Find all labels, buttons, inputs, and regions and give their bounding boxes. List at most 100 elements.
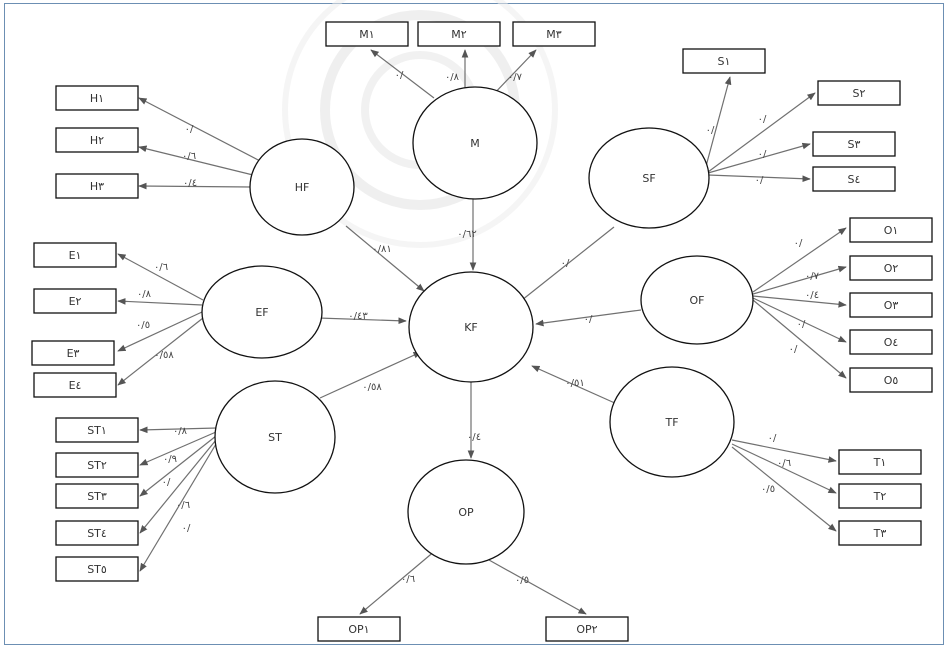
edge-ef-e3 (117, 311, 203, 352)
edge-tf-t1 (731, 439, 837, 463)
indicator-label: M۳ (546, 28, 561, 41)
edge-st-st2 (139, 431, 217, 466)
indicator-label: E۱ (69, 249, 82, 262)
indicator-m2: M۲ (417, 21, 501, 47)
indicator-label: ST۲ (87, 459, 107, 472)
latent-sf: SF (588, 127, 710, 229)
latent-label: TF (664, 416, 678, 429)
weight-tf-t2: ۰/٦ (777, 458, 791, 469)
indicator-o2: O۲ (849, 255, 933, 281)
indicator-o4: O٤ (849, 329, 933, 355)
indicator-label: T۳ (873, 527, 887, 540)
indicator-label: S٤ (848, 173, 861, 186)
indicator-label: O٥ (884, 374, 899, 387)
weight-st-kf: ۰/٥۸ (362, 382, 382, 393)
indicator-e2: E۲ (33, 288, 117, 314)
edge-sf-s1 (704, 76, 732, 171)
edge-st-st3 (139, 435, 217, 497)
latent-ellipse (640, 255, 754, 345)
indicator-box (812, 131, 896, 157)
edge-st-st1 (139, 426, 218, 434)
indicator-box (849, 255, 933, 281)
edge-of-o3 (752, 295, 847, 308)
weight-st-st4: ۰/٦ (176, 500, 190, 511)
edge-tf-t3 (731, 446, 837, 532)
indicator-o1: O۱ (849, 217, 933, 243)
edge-of-o5 (752, 299, 847, 379)
latent-label: OP (458, 506, 474, 519)
weight-hf-h2: ۰/٦ (182, 151, 196, 162)
indicator-label: O۲ (884, 262, 899, 275)
indicator-s4: S٤ (812, 166, 896, 192)
indicator-label: T۲ (873, 490, 887, 503)
indicator-box (325, 21, 409, 47)
indicator-box (682, 48, 766, 74)
indicator-st3: ST۳ (55, 483, 139, 509)
latent-hf: HF (249, 138, 355, 236)
indicator-s1: S۱ (682, 48, 766, 74)
weight-ef-e1: ۰/٦ (154, 262, 168, 273)
edge-tf-kf (531, 365, 618, 405)
indicator-label: T۱ (873, 456, 887, 469)
indicator-box (849, 292, 933, 318)
indicator-label: S۳ (848, 138, 861, 151)
indicator-h1: H۱ (55, 85, 139, 111)
weight-sf-s1: ۰/ (706, 125, 715, 136)
indicator-box (33, 242, 117, 268)
edge-sf-s2 (707, 92, 816, 173)
latent-ellipse (412, 86, 538, 200)
weight-of-o5: ۰/ (789, 344, 798, 355)
latent-label: KF (464, 321, 478, 334)
edge-sf-s4 (707, 174, 811, 183)
indicator-box (838, 483, 922, 509)
weight-ef-kf: ۰/٤۳ (348, 311, 368, 322)
latent-ellipse (408, 271, 534, 383)
edge-hf-h1 (138, 97, 263, 163)
edge-sf-s3 (707, 142, 811, 174)
latent-label: HF (295, 181, 310, 194)
indicator-label: M۲ (451, 28, 466, 41)
edge-of-kf (535, 309, 642, 327)
edge-st-st4 (139, 439, 217, 534)
indicator-box (55, 556, 139, 582)
indicator-label: OP۲ (576, 623, 597, 636)
edge-hf-h2 (138, 145, 254, 176)
weight-ef-e3: ۰/٥ (136, 320, 150, 331)
latent-label: ST (268, 431, 282, 444)
latent-label: SF (642, 172, 655, 185)
weight-of-o4: ۰/ (797, 319, 806, 330)
indicator-label: O۱ (884, 224, 899, 237)
latent-label: M (470, 137, 480, 150)
indicator-st4: ST٤ (55, 520, 139, 546)
indicator-label: H۱ (90, 92, 104, 105)
latent-label: OF (690, 294, 705, 307)
indicator-box (849, 367, 933, 393)
edge-ef-e4 (117, 317, 204, 386)
indicator-box (55, 173, 139, 199)
indicator-box (417, 21, 501, 47)
indicator-st1: ST۱ (55, 417, 139, 443)
indicator-box (838, 449, 922, 475)
indicator-label: ST٥ (87, 563, 107, 576)
indicator-label: H۲ (90, 134, 104, 147)
weight-m-m2: ۰/۸ (445, 72, 460, 83)
edge-op-op1 (359, 549, 437, 615)
weight-ef-e4: ۰/٥۸ (154, 350, 174, 361)
diagram-frame (4, 3, 944, 645)
edge-m-m1 (370, 49, 435, 99)
edge-tf-t2 (731, 443, 837, 494)
latent-op: OP (407, 459, 525, 565)
weight-st-st3: ۰/ (162, 477, 171, 488)
indicator-label: OP۱ (348, 623, 369, 636)
edge-of-o1 (752, 227, 847, 293)
indicator-h3: H۳ (55, 173, 139, 199)
indicator-label: ST٤ (87, 527, 107, 540)
weight-hf-h1: ۰/ (185, 124, 194, 135)
latent-st: ST (214, 380, 336, 494)
indicator-label: E٤ (69, 379, 82, 392)
indicator-label: H۳ (90, 180, 104, 193)
indicator-box (545, 616, 629, 642)
weight-kf-op: ۰/٤ (467, 432, 481, 443)
